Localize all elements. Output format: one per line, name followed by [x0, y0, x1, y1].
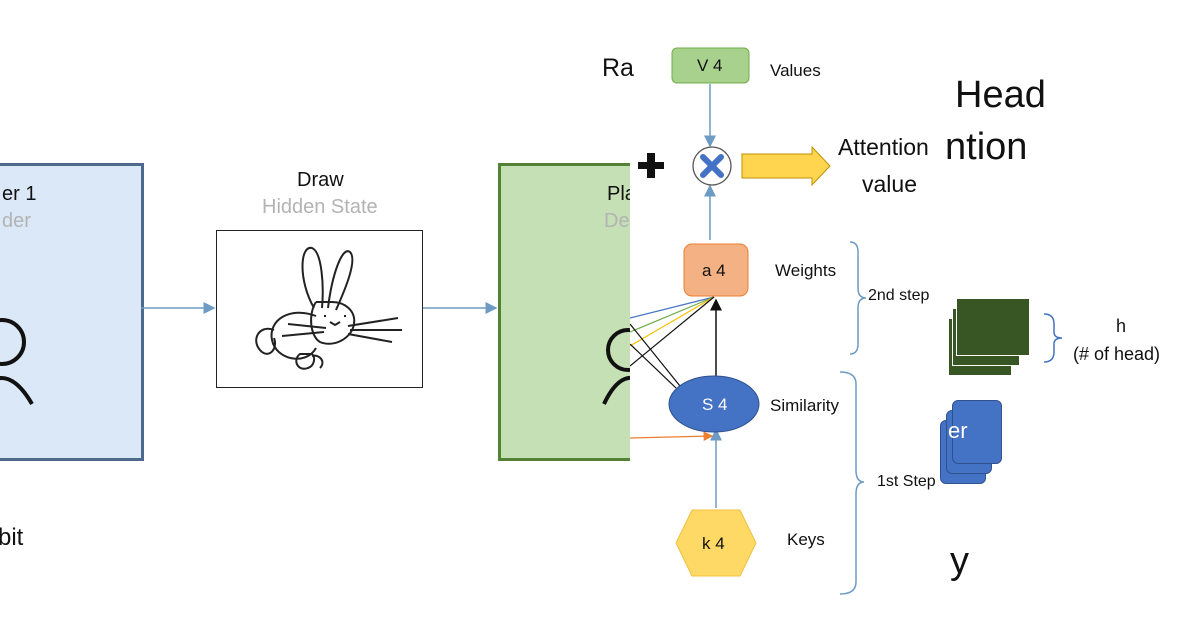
keys-node	[675, 509, 757, 577]
values-node-label: V 4	[697, 56, 723, 75]
rabbit-drawing-icon	[255, 246, 402, 370]
attention-slide: Ra Head ntion y er	[602, 0, 1200, 630]
head-title: Head	[955, 74, 1046, 116]
weights-node	[683, 243, 749, 297]
attention-label-line2: value	[862, 171, 917, 197]
draw-label: Draw	[297, 169, 344, 191]
second-step-label: 2nd step	[868, 287, 930, 305]
head-stack-front	[956, 298, 1030, 356]
decoder-role: De	[604, 210, 630, 232]
values-node	[671, 47, 750, 84]
weights-label: Weights	[775, 261, 837, 280]
plus-icon	[638, 153, 664, 178]
similarity-label: Similarity	[770, 396, 839, 415]
encoder-role: der	[2, 210, 31, 232]
keys-label: Keys	[787, 530, 825, 549]
layer-stack-front	[952, 400, 1002, 464]
decoder-title: Pla	[607, 183, 636, 205]
hidden-state-label: Hidden State	[262, 196, 378, 218]
incoming-weight-lines	[630, 296, 715, 389]
attention-output-arrow	[741, 145, 831, 187]
person-icon	[0, 318, 34, 406]
heads-h-label: h	[1116, 316, 1127, 336]
similarity-node-label: S 4	[702, 395, 728, 414]
values-label: Values	[770, 61, 821, 80]
bottom-word: bit	[0, 524, 24, 551]
head-brace	[1043, 313, 1063, 363]
first-step-label: 1st Step	[877, 473, 936, 491]
layer-er-text: er	[948, 418, 968, 443]
flow-arrows	[141, 302, 498, 314]
heads-count-label: (# of head)	[1073, 344, 1161, 364]
similarity-node	[668, 375, 760, 433]
ntion-title: ntion	[945, 126, 1028, 168]
incoming-orange-line	[630, 431, 714, 442]
ra-text: Ra	[602, 54, 634, 82]
diagram-canvas	[630, 47, 1063, 595]
multiply-icon	[700, 154, 724, 178]
keys-node-label: k 4	[702, 534, 725, 553]
y-text: y	[950, 540, 969, 582]
encoder-title: er 1	[2, 183, 37, 205]
first-step-brace	[839, 371, 865, 595]
attention-label-line1: Attention	[838, 134, 929, 161]
second-step-brace	[849, 241, 867, 355]
hidden-state-box	[216, 230, 423, 388]
encoder-box	[0, 163, 144, 461]
weights-node-label: a 4	[702, 261, 726, 280]
